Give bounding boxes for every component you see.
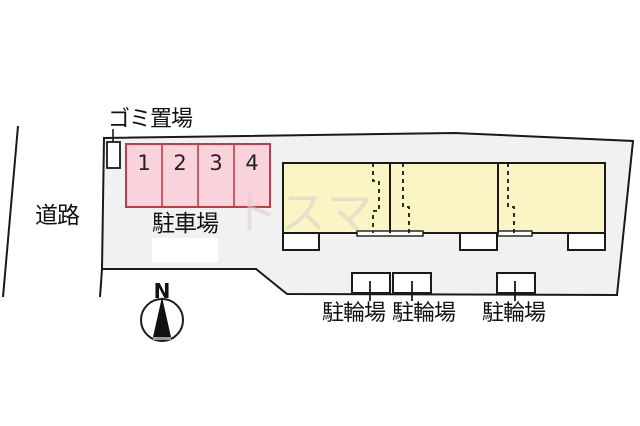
bicycle-label-3: 駐輪場 [482,301,546,326]
garbage-box [106,141,121,169]
road-label: 道路 [35,203,80,229]
bicycle-label-2: 駐輪場 [392,301,456,326]
building-porch-2 [459,232,498,251]
compass-north-icon: N [140,279,184,342]
building-step-2 [497,230,533,237]
parking-space-number-4: 4 [245,151,258,175]
parking-lot-label: 駐車場 [152,211,219,237]
building-porch-3 [567,232,606,251]
parking-space-number-1: 1 [137,151,150,175]
road-left-boundary-line [2,125,19,298]
bicycle-label-1: 駐輪場 [322,301,386,326]
road-right-boundary-extension-line [99,268,103,298]
compass-n-letter: N [154,279,171,303]
building-porch-1 [282,232,320,251]
building [282,162,606,234]
bicycle-area-3 [496,272,536,294]
parking-space-number-3: 3 [209,151,222,175]
watermark-text: トスマ [232,186,375,240]
white-patch [152,238,218,262]
garbage-area-label: ゴミ置場 [108,107,193,132]
compass-needle [153,297,171,337]
bicycle-area-1 [351,272,391,294]
parking-space-number-2: 2 [173,151,186,175]
